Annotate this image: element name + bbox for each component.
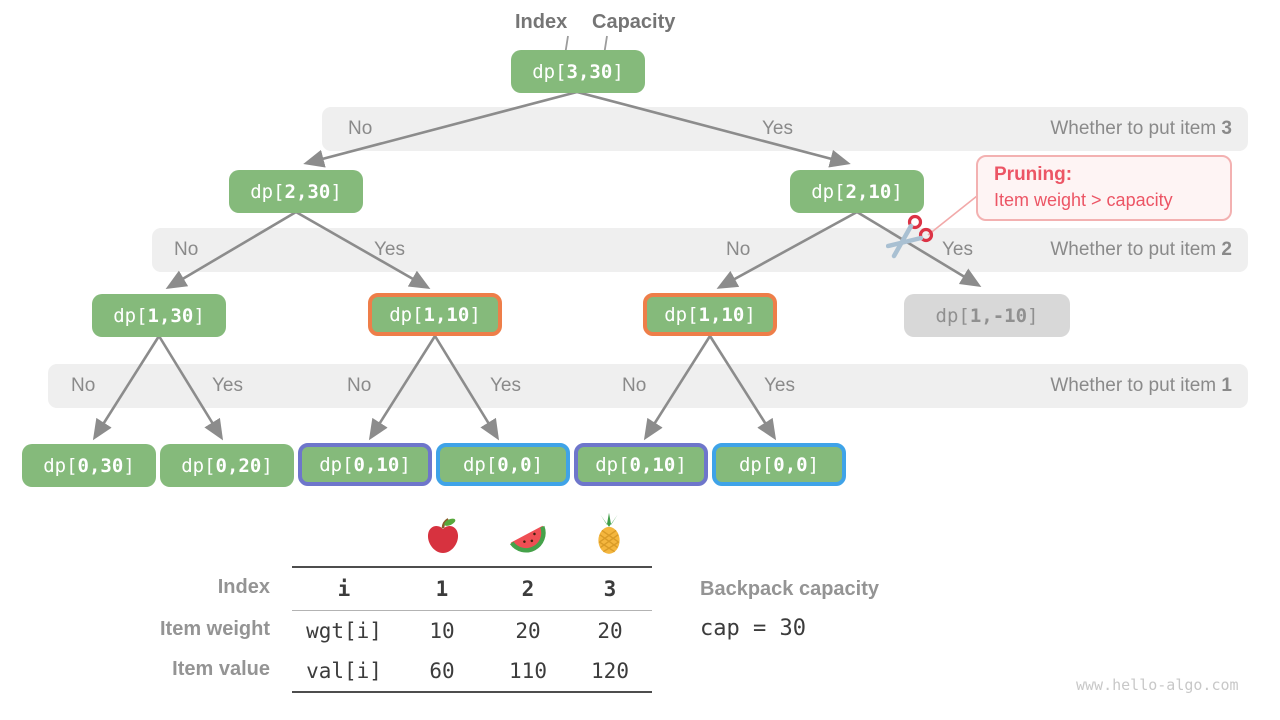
items-table: i 1 2 3 wgt[i] 10 20 20 val[i] 60 110 12… xyxy=(292,566,652,693)
pruning-callout: Pruning: Item weight > capacity xyxy=(976,155,1232,221)
decision-band-item3: No Yes Whether to put item 3 xyxy=(322,107,1248,151)
table-header-row: i 1 2 3 xyxy=(292,568,652,611)
table-cell: 10 xyxy=(429,619,455,643)
table-row-labels: Index Item weight Item value xyxy=(60,566,270,689)
table-cell: 20 xyxy=(515,619,541,643)
table-cell: 2 xyxy=(521,577,535,601)
decision-band-item1: No Yes No Yes No Yes Whether to put item… xyxy=(48,364,1248,408)
table-cell: i xyxy=(337,577,351,601)
dp-node-overlap: dp[1,10] xyxy=(368,293,502,336)
table-cell: 60 xyxy=(429,659,455,683)
table-row: val[i] 60 110 120 xyxy=(292,651,652,691)
band-yes-label: Yes xyxy=(762,118,793,139)
dp-node-leaf-overlap: dp[0,10] xyxy=(574,443,708,486)
dp-node-leaf-overlap: dp[0,10] xyxy=(298,443,432,486)
band-no-label: No xyxy=(726,239,751,260)
index-pointer-label: Index xyxy=(515,11,568,33)
band-no-label: No xyxy=(71,375,96,396)
row-label-index: Index xyxy=(217,576,270,598)
band-yes-label: Yes xyxy=(374,239,405,260)
dp-node-root: dp[3,30] xyxy=(511,50,645,93)
table-cell: 120 xyxy=(591,659,629,683)
dp-node-leaf-overlap: dp[0,0] xyxy=(712,443,846,486)
dp-node-overlap: dp[1,10] xyxy=(643,293,777,336)
apple-icon xyxy=(427,518,459,553)
scissors-icon xyxy=(886,214,934,259)
dp-node: dp[2,10] xyxy=(790,170,924,213)
capacity-pointer-label: Capacity xyxy=(592,11,676,33)
band-question: Whether to put item 3 xyxy=(1050,118,1232,139)
row-label-weight: Item weight xyxy=(159,618,270,640)
dp-node-pruned: dp[1,-10] xyxy=(904,294,1070,337)
table-cell: 20 xyxy=(597,619,623,643)
band-no-label: No xyxy=(174,239,199,260)
band-yes-label: Yes xyxy=(212,375,243,396)
table-cell: 110 xyxy=(509,659,547,683)
backpack-capacity-label: Backpack capacity xyxy=(700,578,880,600)
watermelon-icon xyxy=(509,525,546,553)
table-cell: val[i] xyxy=(306,659,382,683)
pruning-text: Item weight > capacity xyxy=(994,190,1173,210)
band-yes-label: Yes xyxy=(490,375,521,396)
dp-node-leaf-overlap: dp[0,0] xyxy=(436,443,570,486)
band-yes-label: Yes xyxy=(942,239,973,260)
dp-node: dp[2,30] xyxy=(229,170,363,213)
backpack-capacity-value: cap = 30 xyxy=(700,616,806,641)
band-yes-label: Yes xyxy=(764,375,795,396)
table-row: wgt[i] 10 20 20 xyxy=(292,611,652,651)
watermark: www.hello-algo.com xyxy=(1076,676,1239,694)
band-no-label: No xyxy=(348,118,373,139)
table-cell: wgt[i] xyxy=(306,619,382,643)
band-no-label: No xyxy=(347,375,372,396)
band-no-label: No xyxy=(622,375,647,396)
dp-node-leaf: dp[0,30] xyxy=(22,444,156,487)
band-question: Whether to put item 1 xyxy=(1050,375,1232,396)
table-cell: 3 xyxy=(603,577,617,601)
dp-node: dp[1,30] xyxy=(92,294,226,337)
band-question: Whether to put item 2 xyxy=(1050,239,1232,260)
pineapple-icon xyxy=(598,512,620,554)
dp-node-leaf: dp[0,20] xyxy=(160,444,294,487)
row-label-value: Item value xyxy=(172,658,270,680)
decision-band-item2: No Yes No Yes Whether to put item 2 xyxy=(152,228,1248,272)
table-cell: 1 xyxy=(435,577,449,601)
pruning-title: Pruning: xyxy=(994,164,1073,185)
